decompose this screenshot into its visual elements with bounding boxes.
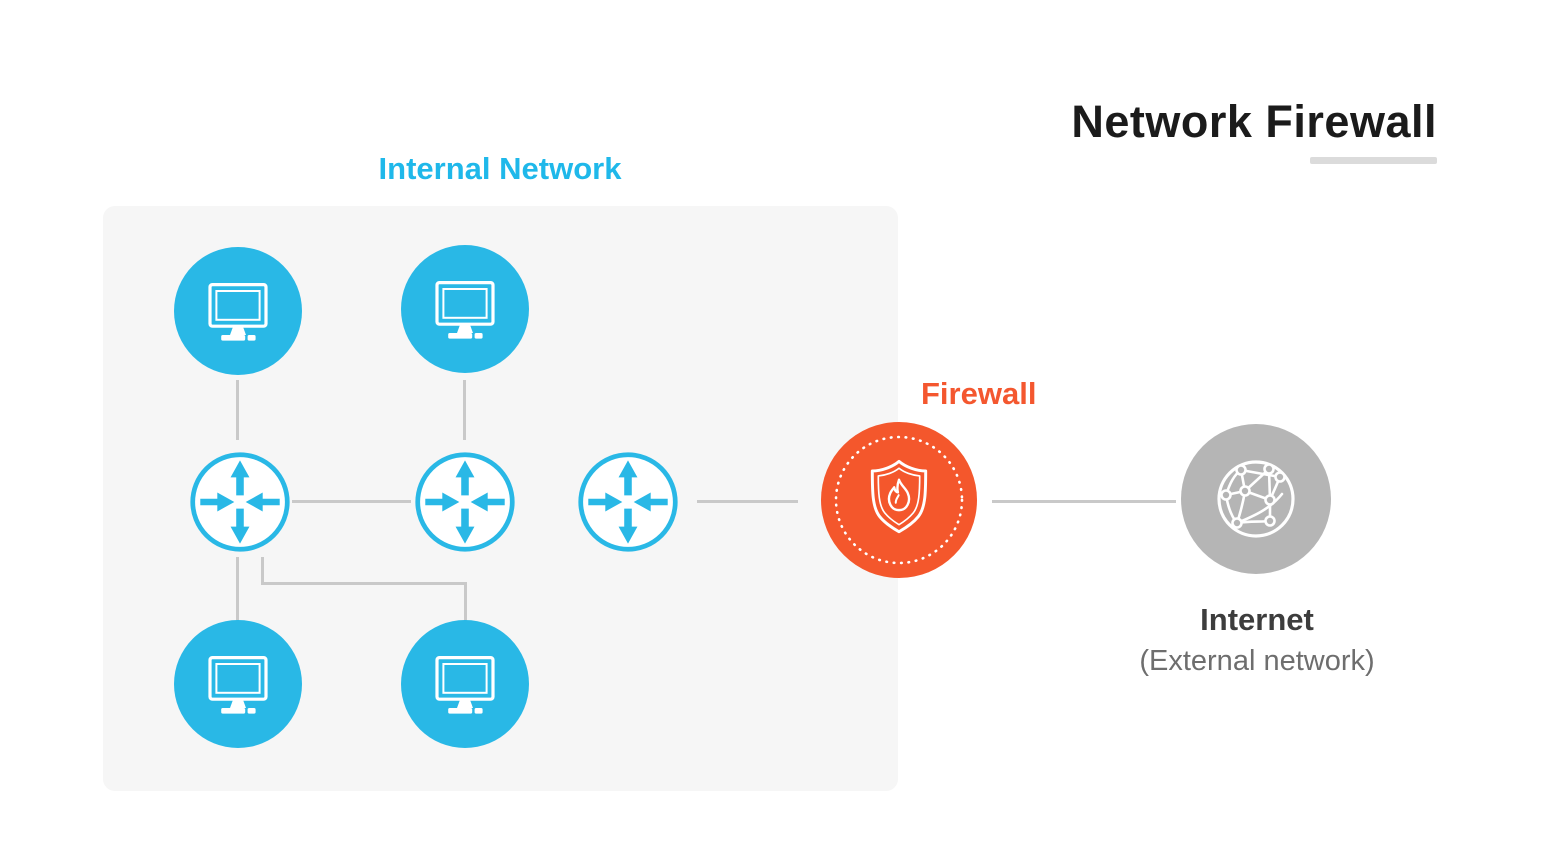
edge-router-left-computer-bottom-middle-seg2	[261, 582, 467, 585]
router-node-left	[188, 450, 292, 554]
monitor-icon	[198, 271, 278, 351]
router-node-middle	[413, 450, 517, 554]
internet-label: Internet	[1200, 602, 1314, 637]
router-arrows-icon	[188, 450, 292, 554]
edge-firewall-internet	[992, 500, 1176, 503]
shield-flame-icon	[853, 454, 945, 546]
monitor-icon	[198, 644, 278, 724]
page-title: Network Firewall	[1071, 96, 1437, 147]
router-arrows-icon	[413, 450, 517, 554]
edge-router-left-computer-bottom-middle-seg1	[261, 557, 264, 585]
router-node-right	[576, 450, 680, 554]
edge-router-left-computer-bottom-middle-seg3	[464, 582, 467, 621]
computer-node-top-middle	[401, 245, 529, 373]
monitor-icon	[425, 644, 505, 724]
computer-node-bottom-middle	[401, 620, 529, 748]
computer-node-top-left	[174, 247, 302, 375]
edge-router-left-router-middle	[292, 500, 411, 503]
edge-computer-top-middle-router-middle	[463, 380, 466, 440]
monitor-icon	[425, 269, 505, 349]
firewall-node	[821, 422, 977, 578]
internal-network-label: Internal Network	[378, 151, 622, 186]
computer-node-bottom-left	[174, 620, 302, 748]
globe-network-icon	[1206, 449, 1306, 549]
edge-router-left-computer-bottom-left	[236, 557, 239, 621]
router-arrows-icon	[576, 450, 680, 554]
firewall-label: Firewall	[921, 376, 1037, 411]
internet-sublabel: (External network)	[1139, 645, 1375, 677]
edge-router-right-firewall	[697, 500, 798, 503]
dotted-ring	[834, 435, 964, 565]
edge-computer-top-left-router-left	[236, 380, 239, 440]
title-underline	[1310, 157, 1437, 164]
internet-node	[1181, 424, 1331, 574]
internet-caption: Internet (External network)	[1139, 602, 1374, 678]
